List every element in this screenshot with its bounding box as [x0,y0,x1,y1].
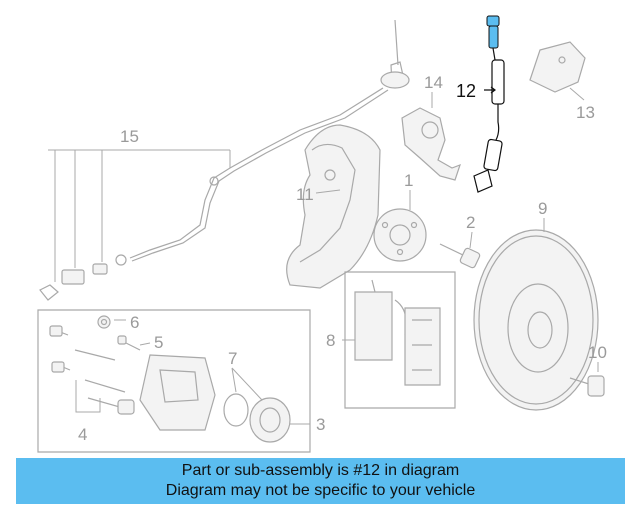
callout-4-leader [75,380,101,413]
hub-bolt-2 [439,243,481,269]
callout-8: 8 [326,331,335,350]
parts-diagram: 15 11 14 12 13 1 [37,15,607,453]
callout-15-leader [48,149,231,282]
callout-14: 14 [424,73,443,92]
wheel-bolt-10 [569,375,605,397]
callout-2-leader [469,231,473,249]
callout-10: 10 [588,343,607,362]
callout-2: 2 [466,213,475,232]
cap-6 [97,315,111,329]
bleeder-5 [117,335,141,351]
callout-12: 12 [456,81,476,101]
splash-shield-11 [286,124,381,289]
callout-11: 11 [296,185,314,204]
callout-7-leader [231,367,263,401]
callout-5-leader [139,342,151,346]
callout-1: 1 [404,171,413,190]
callout-12-leader [484,86,496,94]
callout-13: 13 [576,103,595,122]
guide-pins-4 [49,325,135,415]
callout-6: 6 [130,313,139,332]
callout-4: 4 [78,425,87,444]
banner-line-2: Diagram may not be specific to your vehi… [165,482,476,499]
brake-rotor-9 [473,229,599,411]
steering-knuckle-14 [401,107,461,181]
callout-7: 7 [228,349,237,368]
callout-5: 5 [154,333,163,352]
caliper-box-3 [37,309,311,453]
callout-3: 3 [316,415,325,434]
bracket-13 [529,41,586,93]
brake-pads-box-8 [344,271,456,409]
wire-harness-15 [39,19,410,301]
abs-sensor-12 [473,15,505,193]
wheel-hub-1 [373,208,427,262]
callout-9: 9 [538,199,547,218]
notice-banner: Part or sub-assembly is #12 in diagram D… [16,458,625,504]
callout-13-leader [569,87,585,101]
banner-line-1: Part or sub-assembly is #12 in diagram [181,462,460,479]
callout-11-leader [315,189,341,194]
callout-15: 15 [120,127,139,146]
